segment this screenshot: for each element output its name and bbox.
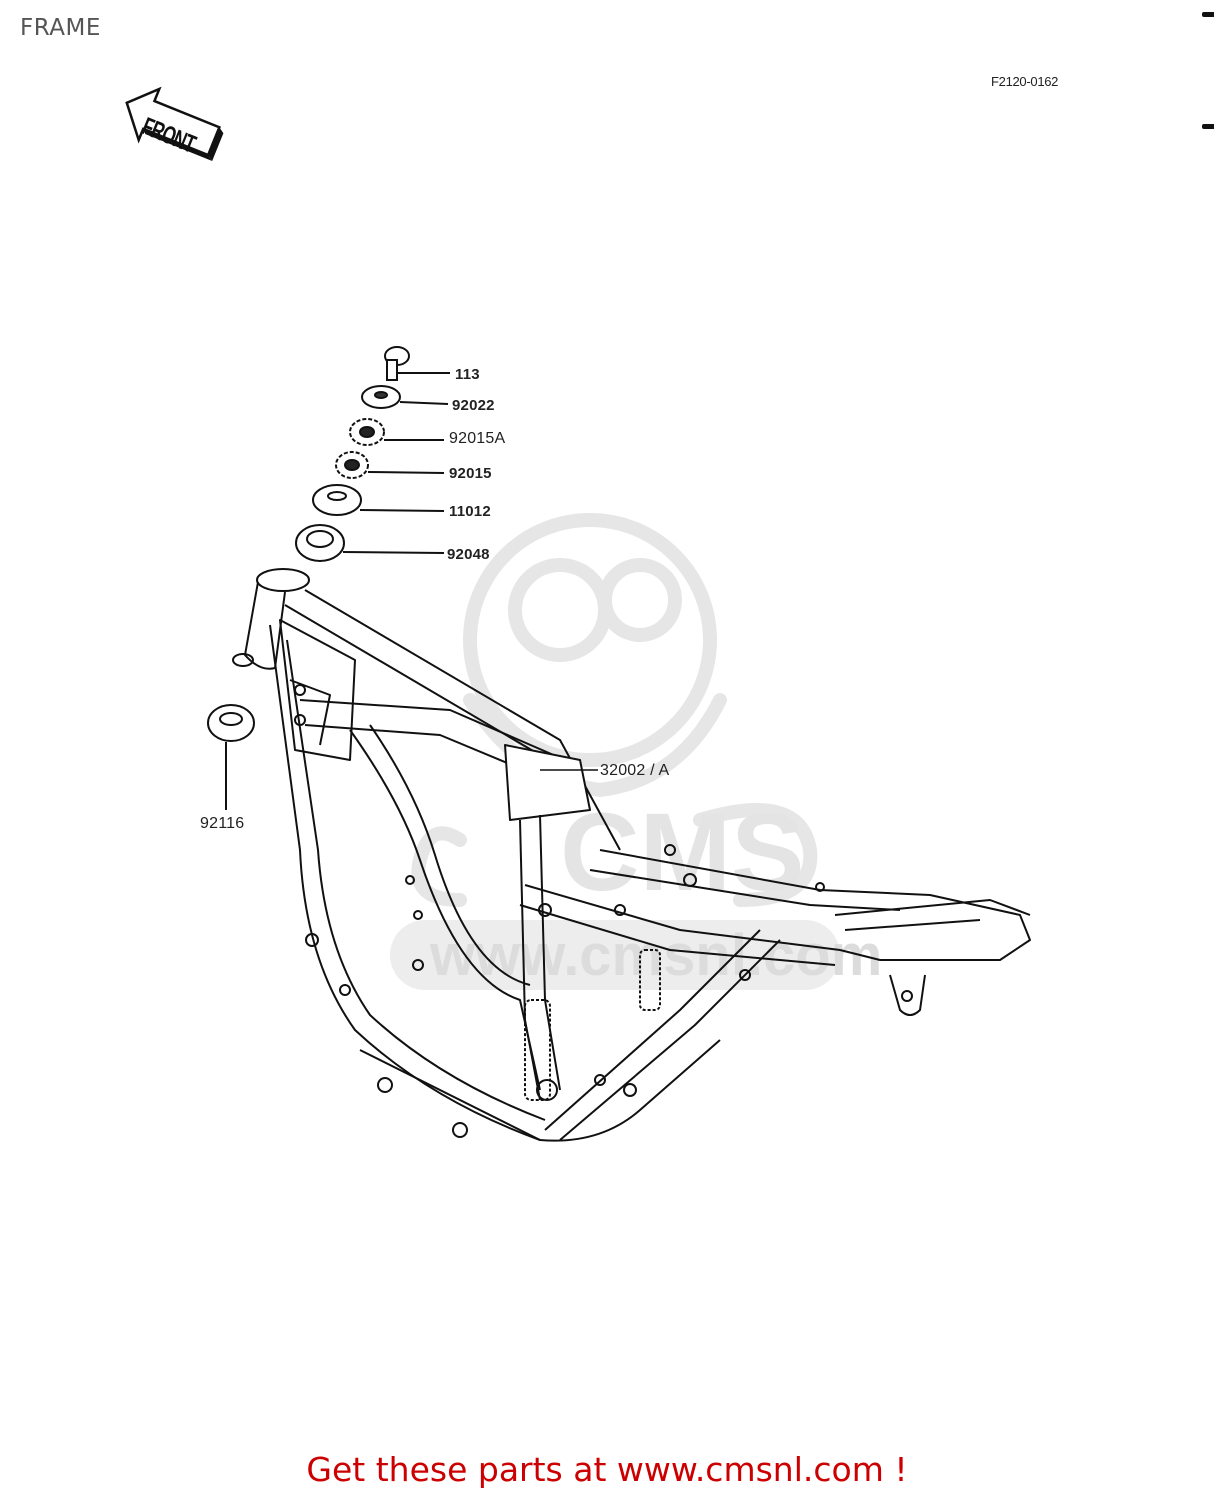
cap-11012-icon [312,484,445,516]
callout-92015: 92015 [449,465,492,482]
get-parts-link[interactable]: Get these parts at www.cmsnl.com ! [0,1450,1214,1489]
seal-92048-icon [295,524,445,562]
front-arrow-icon: FRONT [125,86,224,162]
motorcycle-frame [232,568,1031,1142]
svg-text:CMS: CMS [560,791,804,914]
edge-mark-top [1202,12,1214,17]
callout-92022: 92022 [452,397,495,414]
callout-92048: 92048 [447,546,490,563]
callout-92015a: 92015A [449,430,506,447]
diagram-reference-code: F2120-0162 [991,74,1059,89]
nut-92015-icon [335,451,445,479]
callout-113: 113 [455,366,480,383]
cms-watermark [411,513,818,907]
edge-mark-bottom [1202,124,1214,129]
parts-stack [207,346,450,810]
callout-11012: 11012 [449,503,491,520]
svg-text:www.cmsnl.com: www.cmsnl.com [429,923,882,988]
page-title: FRAME [20,15,101,41]
cmsnl-link[interactable]: Get these parts at www.cmsnl.com ! [306,1450,908,1489]
callout-32002-a: 32002 / A [600,762,670,779]
cms-watermark-text: www.cmsnl.com CMS [390,791,882,990]
seal-92116-icon [207,704,255,810]
callout-92116: 92116 [200,815,245,832]
washer-92022-icon [361,385,449,409]
bolt-113-icon [384,346,450,381]
nut-92015a-icon [349,418,444,446]
